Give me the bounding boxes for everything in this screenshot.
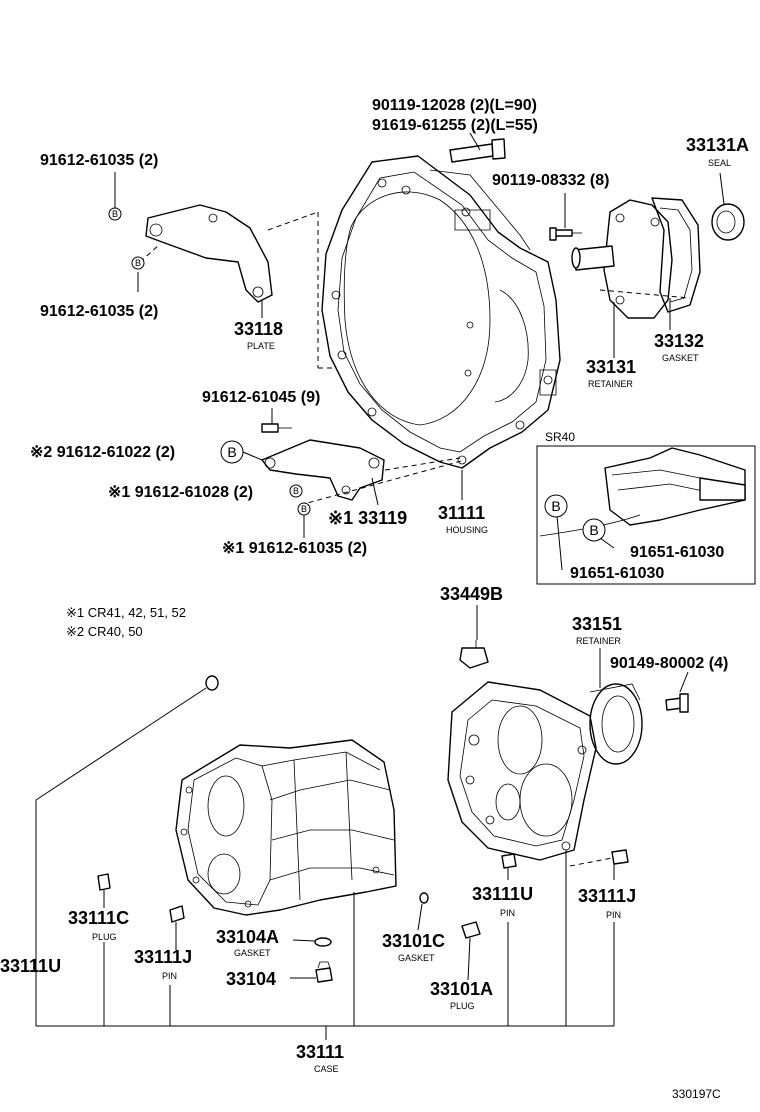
label-33131: 33131 (586, 357, 636, 377)
label-33151: 33151 (572, 614, 622, 634)
label-33111C: 33111C (68, 908, 129, 928)
label-91612-61035-top: 91612-61035 (2) (40, 152, 158, 169)
svg-text:B: B (589, 522, 598, 538)
plug-33111C (97, 873, 111, 891)
svg-text:B: B (135, 258, 141, 268)
label-91651-61030-a: 91651-61030 (630, 544, 724, 561)
desc-33101A: PLUG (450, 1001, 475, 1011)
note-1: ※1 CR41, 42, 51, 52 (66, 605, 186, 620)
desc-33132: GASKET (662, 353, 699, 363)
transmission-case (175, 739, 397, 916)
desc-33101C: GASKET (398, 953, 435, 963)
plate-33118 (145, 204, 273, 303)
label-33118: 33118 (234, 319, 283, 339)
plug-33101A (461, 921, 481, 939)
desc-33111J-left: PIN (162, 971, 177, 981)
pin-33111U-left (205, 675, 219, 691)
label-91612-61028: ※1 91612-61028 (2) (108, 484, 253, 501)
label-33111J-right: 33111J (578, 886, 636, 906)
desc-33151: RETAINER (576, 636, 621, 646)
label-33132: 33132 (654, 331, 704, 351)
svg-text:B: B (112, 209, 118, 219)
callout-b-2: B (131, 256, 145, 270)
seal-33131A (711, 203, 745, 241)
label-33449B: 33449B (440, 584, 503, 604)
label-91651-61030-b: 91651-61030 (570, 565, 664, 582)
label-33101A: 33101A (430, 979, 493, 999)
sensor-33449B (459, 640, 489, 669)
reference-code: 330197C (672, 1087, 721, 1101)
desc-33104A: GASKET (234, 948, 271, 958)
label-90119-08332: 90119-08332 (8) (492, 172, 609, 189)
gasket-33101C (419, 892, 429, 904)
retainer-33151 (589, 683, 643, 765)
desc-33111J-right: PIN (606, 910, 621, 920)
bolt-icon (665, 693, 689, 713)
bolt-icon (261, 423, 292, 433)
label-33104: 33104 (226, 969, 276, 989)
callout-b-1: B (108, 207, 122, 221)
desc-31111: HOUSING (446, 525, 488, 535)
callout-b-4: B (289, 484, 303, 498)
desc-33111: CASE (314, 1064, 339, 1074)
label-33119: ※1 33119 (328, 508, 407, 528)
bolt-icon (449, 138, 506, 163)
desc-33118: PLATE (247, 341, 275, 351)
note-2: ※2 CR40, 50 (66, 624, 143, 639)
gasket-33104A (314, 937, 332, 947)
gasket-33132 (651, 197, 701, 313)
desc-33111U-mid: PIN (500, 908, 515, 918)
label-33111U-left: 33111U (0, 956, 61, 976)
label-31111: 31111 (438, 503, 485, 523)
label-33131A: 33131A (686, 135, 749, 155)
label-33111J-left: 33111J (134, 947, 192, 967)
callout-b-3: B (220, 440, 244, 464)
retainer-33131 (571, 199, 673, 319)
label-90119-12028: 90119-12028 (2)(L=90) (372, 97, 537, 114)
svg-text:B: B (293, 486, 299, 496)
label-33111U-mid: 33111U (472, 884, 533, 904)
svg-text:B: B (227, 444, 236, 460)
label-91612-61045: 91612-61045 (9) (202, 389, 320, 406)
label-33104A: 33104A (216, 927, 279, 947)
callout-b-5: B (297, 502, 311, 516)
sr40-detail-box (536, 445, 756, 585)
svg-text:B: B (551, 498, 560, 514)
svg-text:B: B (301, 504, 307, 514)
pin-33111J-right (611, 849, 629, 865)
intermediate-plate (447, 681, 597, 861)
label-91612-61022: ※2 91612-61022 (2) (30, 444, 175, 461)
plug-33104 (315, 961, 333, 983)
label-91612-61035-low: ※1 91612-61035 (2) (222, 540, 367, 557)
bracket-33119 (261, 439, 385, 501)
desc-33131A: SEAL (708, 158, 731, 168)
label-91612-61035-mid: 91612-61035 (2) (40, 303, 158, 320)
label-91619-61255: 91619-61255 (2)(L=55) (372, 117, 538, 134)
callout-b-7: B (582, 518, 606, 542)
pin-33111J-left (169, 905, 185, 923)
desc-33111C: PLUG (92, 932, 117, 942)
label-sr40: SR40 (545, 430, 575, 444)
callout-b-6: B (544, 494, 568, 518)
desc-33131: RETAINER (588, 379, 633, 389)
label-33101C: 33101C (382, 931, 445, 951)
label-33111: 33111 (296, 1042, 344, 1062)
pin-33111U-mid (501, 853, 517, 869)
label-90149-80002: 90149-80002 (4) (610, 655, 728, 672)
clutch-housing (321, 155, 561, 469)
bolt-icon (549, 227, 582, 241)
